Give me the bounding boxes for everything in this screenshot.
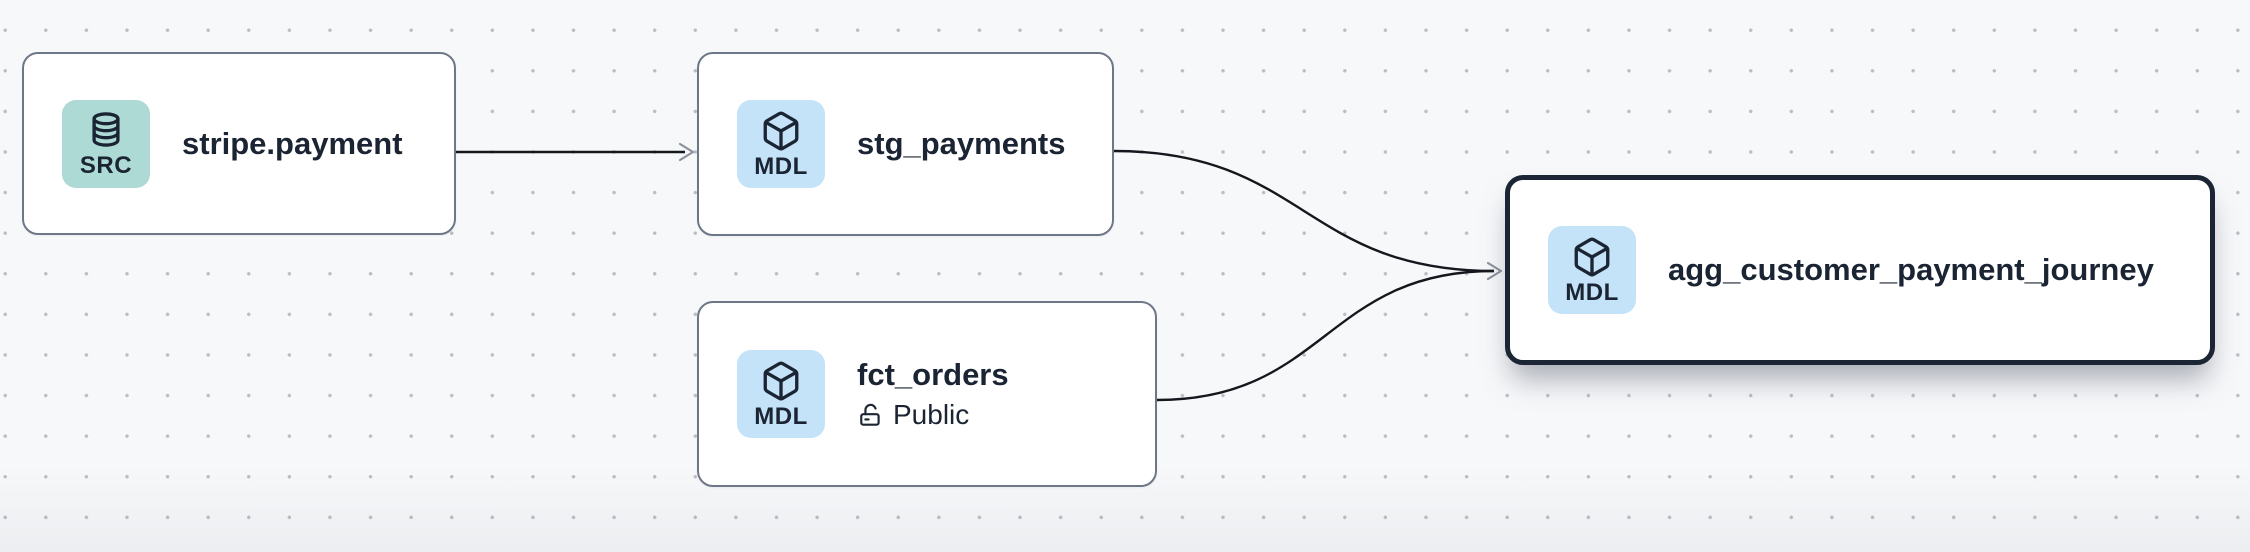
node-title: stripe.payment xyxy=(182,125,403,161)
node-title: agg_customer_payment_journey xyxy=(1668,252,2154,288)
cube-icon xyxy=(1571,236,1613,278)
edge-stg-payments--agg-customer-payment-journey[interactable] xyxy=(1113,149,1495,273)
node-title: stg_payments xyxy=(857,126,1066,162)
node-access-row: Public xyxy=(857,398,1009,431)
arrowhead-icon xyxy=(678,142,695,162)
node-type-badge-label: MDL xyxy=(1565,278,1619,306)
node-type-badge-label: SRC xyxy=(79,152,133,179)
edge-fct-orders--agg-customer-payment-journey[interactable] xyxy=(1156,269,1495,402)
node-type-badge: MDL xyxy=(737,350,825,438)
arrowhead-icon xyxy=(1486,261,1503,281)
database-icon xyxy=(85,109,127,151)
cube-icon xyxy=(760,110,802,152)
node-stripe-payment[interactable]: SRC stripe.payment xyxy=(22,52,456,235)
node-type-badge: MDL xyxy=(1548,226,1636,314)
lock-open-icon xyxy=(857,402,884,429)
node-access-label: Public xyxy=(893,398,970,430)
node-agg-customer-payment-journey[interactable]: MDL agg_customer_payment_journey xyxy=(1505,175,2215,365)
node-type-badge: SRC xyxy=(62,99,150,188)
node-fct-orders[interactable]: MDL fct_orders Public xyxy=(697,301,1157,487)
node-type-badge: MDL xyxy=(737,100,825,188)
cube-icon xyxy=(760,360,802,402)
node-stg-payments[interactable]: MDL stg_payments xyxy=(697,52,1114,236)
node-type-badge-label: MDL xyxy=(754,402,808,430)
node-type-badge-label: MDL xyxy=(754,152,808,180)
node-title: fct_orders xyxy=(857,357,1009,393)
